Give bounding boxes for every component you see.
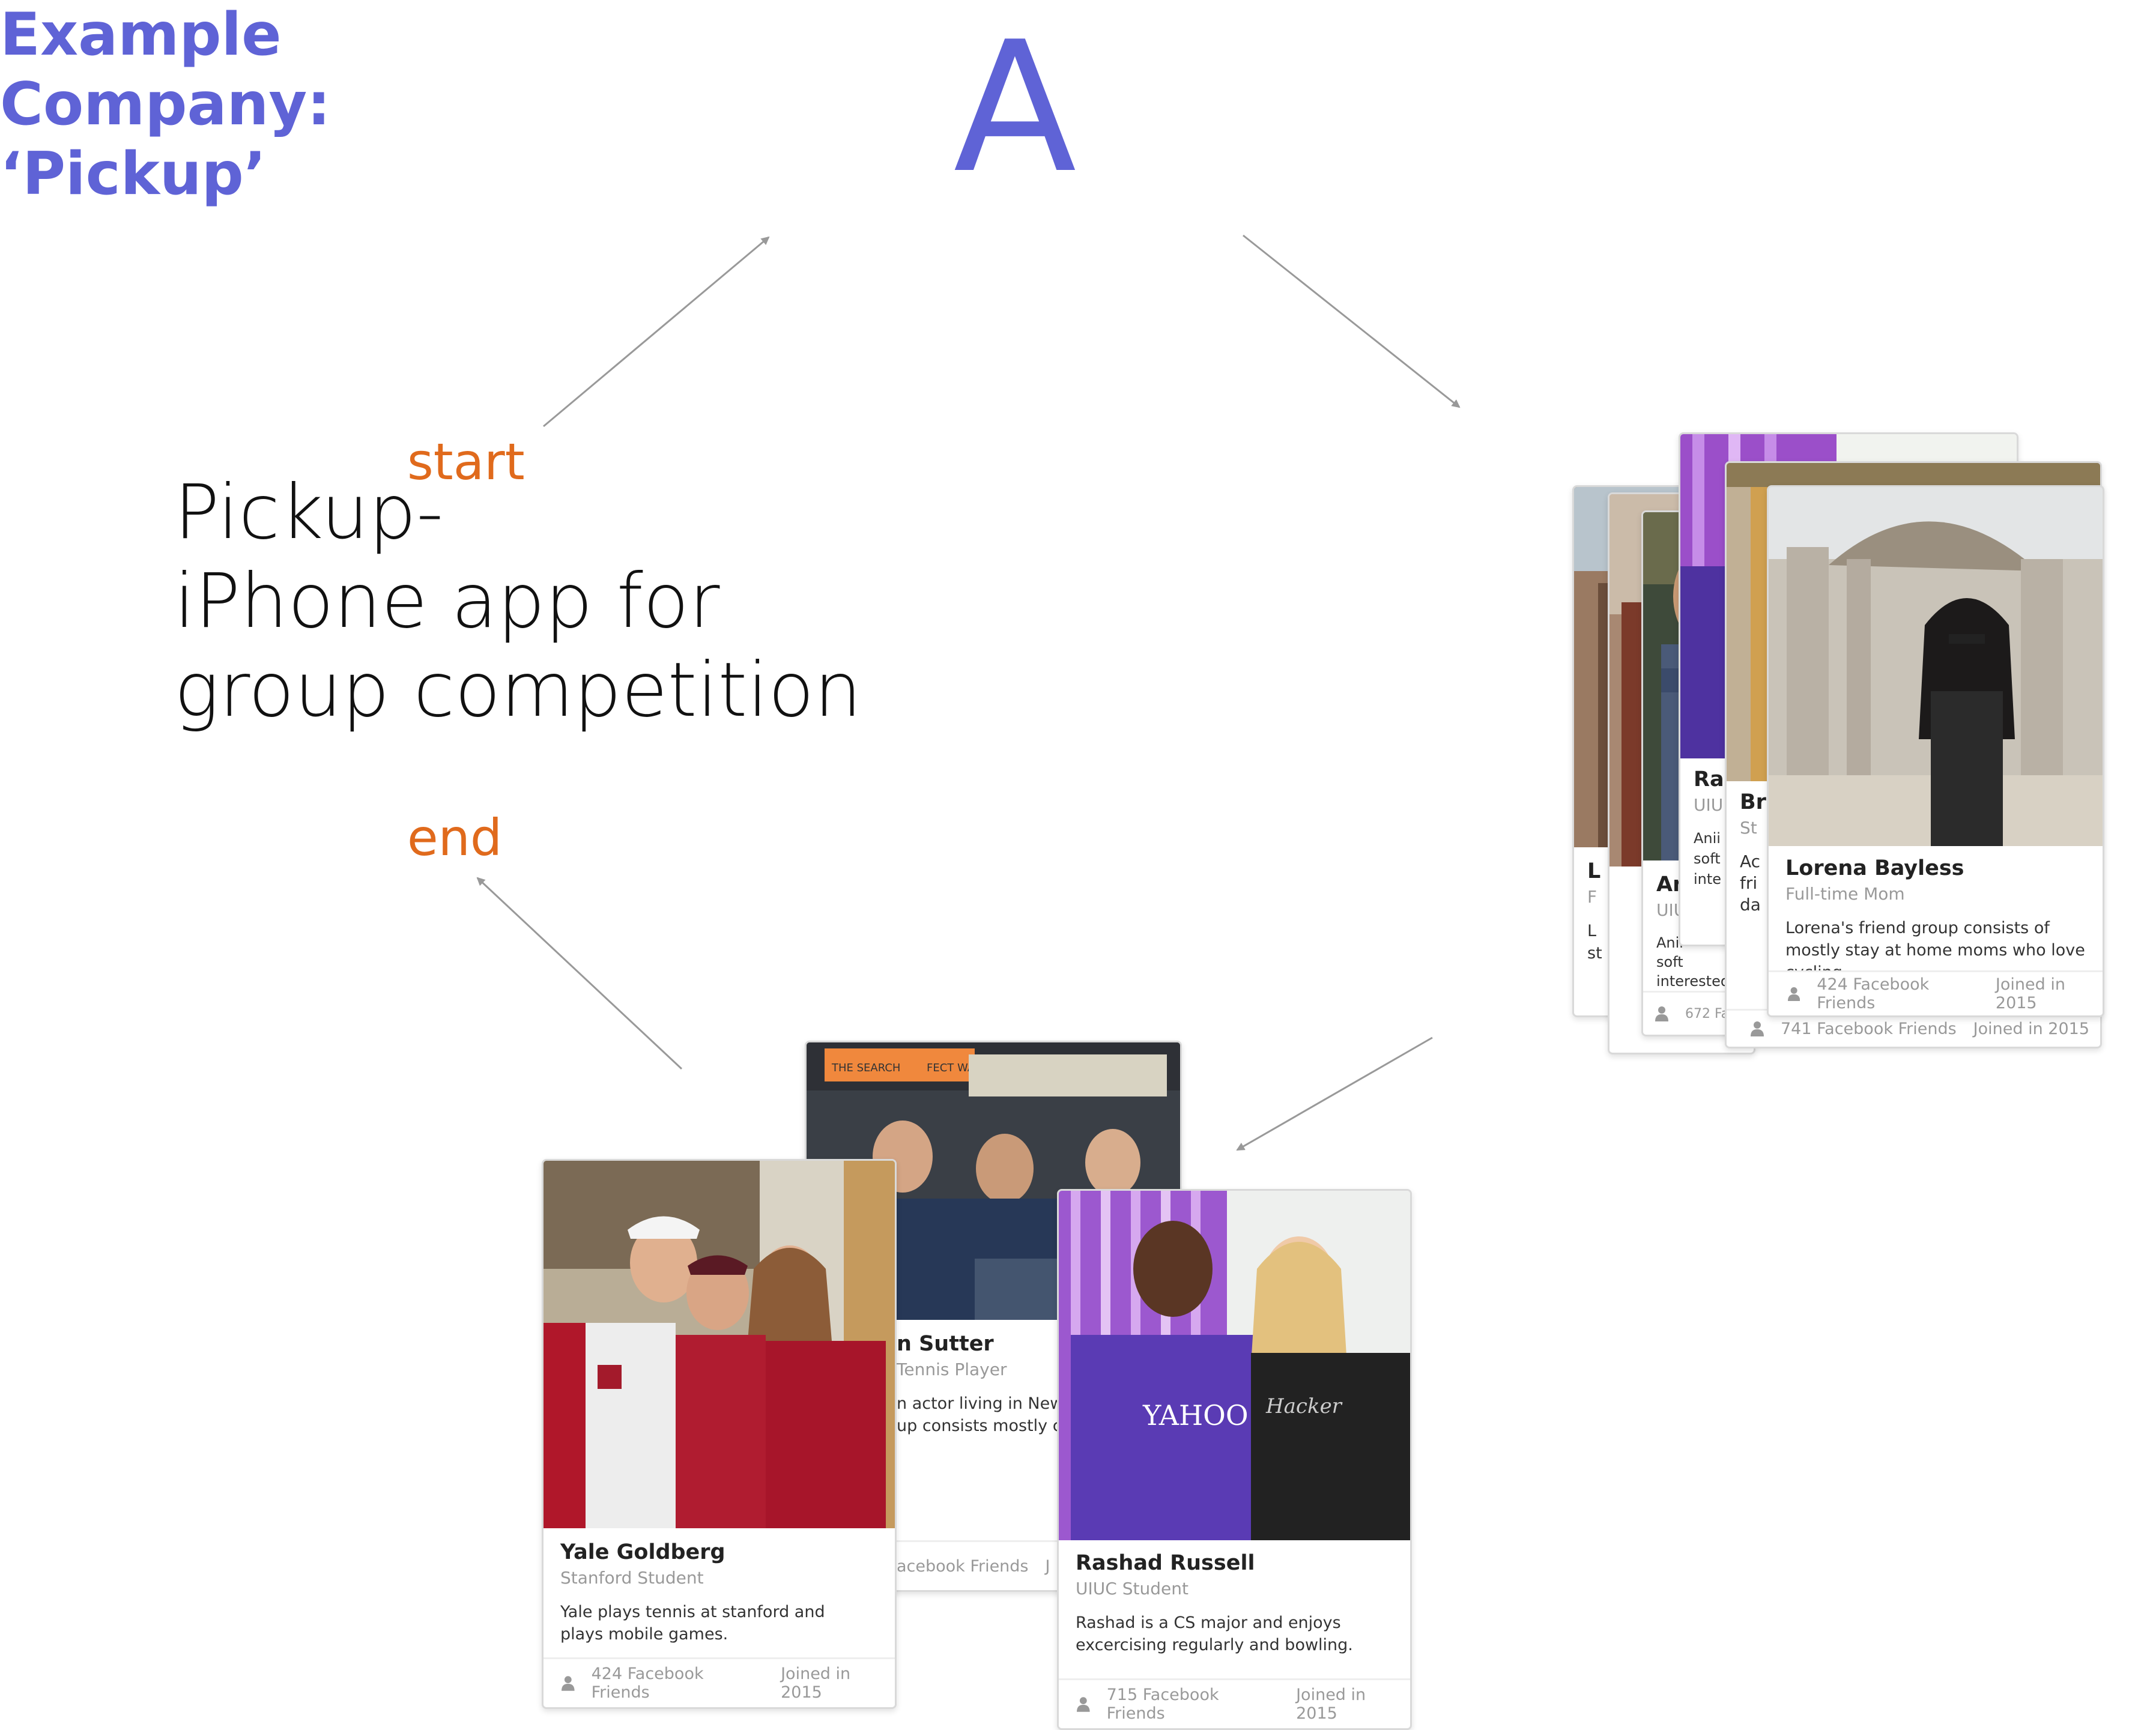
- card-yale-goldberg[interactable]: Yale Goldberg Stanford Student Yale play…: [542, 1159, 897, 1709]
- arrow-start-to-a: [543, 236, 770, 428]
- sign-text: THE SEARCH: [831, 1062, 900, 1074]
- card-name: L: [1587, 859, 1601, 883]
- person-icon: [562, 1676, 575, 1691]
- card-name: Lorena Bayless: [1785, 856, 1964, 880]
- start-label: start: [407, 432, 525, 491]
- card-desc-3: inte: [1694, 871, 1722, 888]
- card-name: Rashad Russell: [1076, 1551, 1255, 1575]
- card-desc: Rashad is a CS major and enjoys excercis…: [1076, 1614, 1353, 1654]
- friends-count: 424 Facebook Friends: [1817, 975, 1930, 1012]
- card-role: UIUC Student: [1076, 1579, 1189, 1598]
- friends-count: 741 Facebook Friends: [1781, 1019, 1957, 1038]
- card-role: Full-time Mom: [1785, 884, 1905, 904]
- friends-count: acebook Friends: [897, 1556, 1029, 1576]
- top-letter: A: [953, 3, 1077, 213]
- card-name: Br: [1740, 790, 1766, 814]
- card-desc-2: soft: [1656, 954, 1683, 970]
- joined-date: Joined in 2015: [1973, 1019, 2090, 1038]
- app-description: Pickup- iPhone app for group competition: [174, 469, 862, 734]
- card-footer: 424 Facebook Friends Joined in 2015: [1769, 970, 2103, 1015]
- card-desc: Yale plays tennis at stanford and plays …: [560, 1603, 825, 1644]
- card-desc: n actor living in New: [897, 1394, 1064, 1413]
- friends-count: 715 Facebook Friends: [1106, 1686, 1219, 1723]
- arrow-cards-to-end: [476, 877, 683, 1070]
- card-role: Stanford Student: [560, 1568, 704, 1588]
- card-name: n Sutter: [897, 1332, 994, 1356]
- card-photo: YAHOO! Hacker: [1059, 1191, 1410, 1540]
- arrow-stack-to-cards: [1236, 1036, 1433, 1151]
- stack-card-lorena[interactable]: Lorena Bayless Full-time Mom Lorena's fr…: [1767, 485, 2104, 1017]
- card-footer: 424 Facebook Friends Joined in 2015: [544, 1657, 895, 1707]
- card-role: Tennis Player: [897, 1360, 1007, 1379]
- person-icon: [1751, 1021, 1764, 1036]
- person-icon: [1077, 1697, 1090, 1712]
- card-name: Ra: [1694, 767, 1724, 791]
- card-photo: [544, 1161, 895, 1528]
- card-desc-2: st: [1587, 944, 1602, 963]
- card-desc-3: interested i: [1656, 973, 1739, 990]
- person-icon: [1655, 1006, 1668, 1021]
- card-desc: Ac: [1740, 851, 1761, 871]
- arrow-a-to-stack: [1243, 234, 1461, 408]
- joined-date: J: [1045, 1556, 1050, 1576]
- shirt-text: YAHOO!: [1142, 1399, 1259, 1432]
- example-company-heading: Example Company: ‘Pickup’: [0, 1, 331, 208]
- card-desc-2: up consists mostly c: [897, 1417, 1062, 1435]
- card-photo: [1769, 487, 2103, 846]
- card-name: Yale Goldberg: [560, 1540, 725, 1564]
- card-role: F: [1587, 887, 1597, 907]
- joined-date: Joined in 2015: [1296, 1686, 1366, 1723]
- friends-count: 424 Facebook Friends: [591, 1665, 704, 1702]
- end-label: end: [407, 808, 503, 867]
- shirt-text-2: Hacker: [1265, 1394, 1343, 1418]
- card-role: St: [1740, 818, 1757, 838]
- card-footer: 715 Facebook Friends Joined in 2015: [1059, 1678, 1410, 1728]
- person-icon: [1788, 987, 1800, 1001]
- card-desc: L: [1587, 922, 1597, 940]
- card-desc-2: soft: [1694, 850, 1721, 867]
- joined-date: Joined in 2015: [781, 1665, 851, 1702]
- card-role: UIU: [1694, 795, 1724, 815]
- card-rashad-russell[interactable]: YAHOO! Hacker Rashad Russell UIUC Studen…: [1057, 1189, 1412, 1730]
- card-desc-3: da: [1740, 895, 1761, 915]
- card-desc: Anii: [1694, 830, 1721, 847]
- joined-date: Joined in 2015: [1995, 975, 2065, 1012]
- card-desc-2: fri: [1740, 873, 1758, 893]
